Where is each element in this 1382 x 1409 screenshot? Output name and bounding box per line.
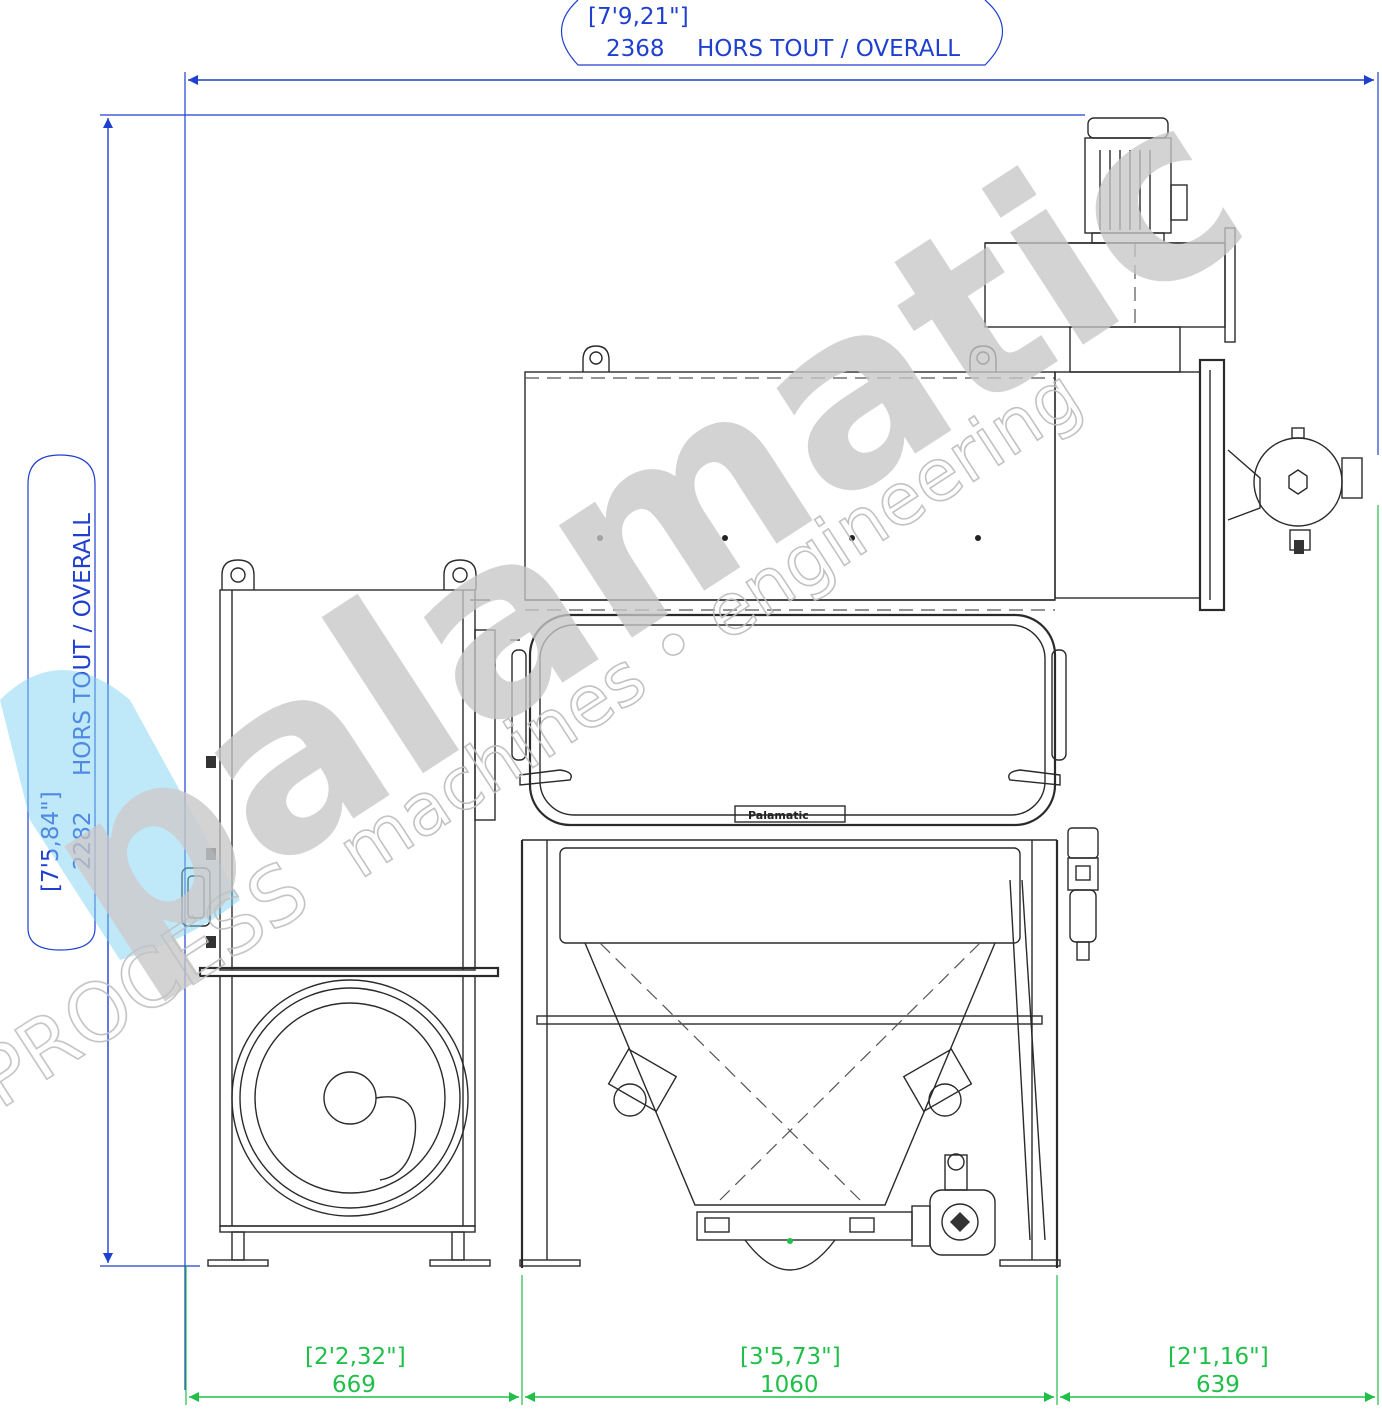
nameplate-text: Palamatic	[748, 809, 809, 822]
overall-width-metric: 2368	[606, 36, 665, 62]
segment-1-metric: 669	[332, 1372, 376, 1398]
overall-width-imperial: [7'9,21"]	[588, 4, 689, 30]
overall-width-dimension: [7'9,21"] 2368 HORS TOUT / OVERALL	[184, 0, 1379, 1390]
segment-2-metric: 1060	[760, 1372, 819, 1398]
watermark: palamatic machines • engineering PROCESS	[0, 41, 1290, 1127]
segment-2-imperial: [3'5,73"]	[740, 1344, 841, 1370]
right-unit	[984, 117, 1363, 612]
rotary-valve	[1227, 427, 1363, 554]
lifting-eye-left	[221, 559, 255, 590]
left-unit	[181, 559, 500, 1267]
segment-3-imperial: [2'1,16"]	[1168, 1344, 1269, 1370]
vibrator-right	[902, 1048, 973, 1117]
motor	[1084, 117, 1188, 244]
lifting-eye-top-right	[969, 345, 997, 372]
valve-actuator	[911, 1153, 996, 1256]
vibrator-left	[607, 1048, 678, 1117]
segment-1-imperial: [2'2,32"]	[305, 1344, 406, 1370]
bottom-dimensions: [2'2,32"] 669 [3'5,73"] 1060 [2'1,16"] 6…	[185, 505, 1379, 1405]
watermark-logo-shape	[0, 670, 240, 960]
air-filter-regulator	[1067, 827, 1099, 961]
overall-width-label: HORS TOUT / OVERALL	[697, 36, 960, 62]
central-unit: Palamatic	[510, 345, 1099, 1271]
lifting-eye-right	[443, 559, 477, 590]
watermark-main-text: palamatic	[0, 41, 1290, 1019]
segment-3-metric: 639	[1196, 1372, 1240, 1398]
lifting-eye-top-left	[582, 345, 610, 372]
